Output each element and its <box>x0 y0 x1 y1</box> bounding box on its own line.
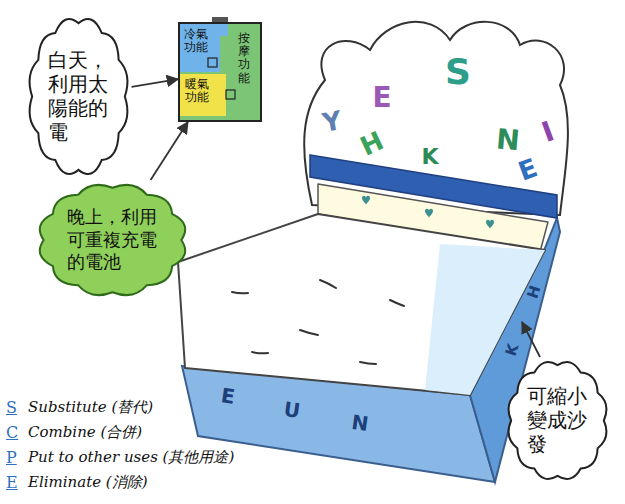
method-text: Combine (合併) <box>28 423 142 441</box>
panel-body <box>179 23 261 121</box>
arrow-connector <box>151 122 188 180</box>
blanket-shade <box>425 244 545 395</box>
headboard-letter: N <box>495 122 521 158</box>
function-label: 暖氣功能 <box>185 78 209 104</box>
callout-text: 晚上，利用可重複充電的電池 <box>67 206 157 274</box>
cloud-callout: 晚上，利用可重複充電的電池 <box>34 180 191 300</box>
heart <box>425 209 433 218</box>
method-text: Put to other uses (其他用途) <box>28 448 234 466</box>
callout-text: 可縮小變成沙發 <box>527 384 587 456</box>
cloud-shape <box>39 185 184 295</box>
acronym-letter: C <box>6 423 18 442</box>
cloud-shape <box>29 19 127 174</box>
panel-region <box>180 74 226 116</box>
cloud-callout: 可縮小變成沙發 <box>504 357 611 484</box>
heart <box>362 196 370 205</box>
control-panel: 冷氣功能 按摩功能暖氣功能 <box>178 22 262 122</box>
panel-button <box>226 90 235 99</box>
method-text: Eliminate (消除) <box>28 473 148 491</box>
bed-front-letter: U <box>282 397 301 423</box>
headboard-letter: S <box>445 50 471 93</box>
function-label: 冷氣功能 <box>184 28 208 54</box>
headboard-letter: E <box>372 81 391 115</box>
headboard-letter: K <box>421 144 438 170</box>
bed-front-letter: N <box>350 410 370 436</box>
blanket-marks <box>232 280 404 364</box>
battery-terminal <box>212 17 228 22</box>
leader-arrow <box>522 322 540 357</box>
arrow-connector <box>132 79 179 87</box>
blanket <box>178 214 545 395</box>
callout-text: 白天，利用太陽能的電 <box>48 48 108 144</box>
cloud-callout: 白天，利用太陽能的電 <box>25 13 132 180</box>
method-text: Substitute (替代) <box>28 398 153 416</box>
heart <box>486 220 494 229</box>
cloud-shape <box>508 362 606 479</box>
function-label: 按摩功能 <box>238 32 250 85</box>
acronym-letter: S <box>6 398 17 417</box>
panel-button <box>208 58 217 67</box>
acronym-letter: P <box>6 448 17 467</box>
acronym-letter: E <box>6 473 18 492</box>
panel-region <box>180 24 228 72</box>
